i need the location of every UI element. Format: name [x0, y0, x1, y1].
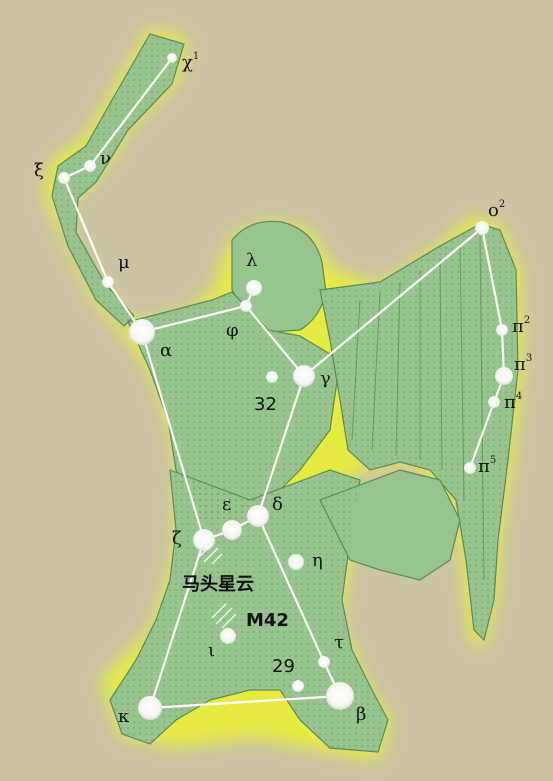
- star-beta: [326, 682, 354, 710]
- star-lambda: [246, 280, 262, 296]
- star-kappa: [138, 696, 162, 720]
- star-pi3: [495, 367, 513, 385]
- label-delta: δ: [272, 494, 283, 515]
- star-phi: [240, 300, 252, 312]
- star-nu: [84, 160, 96, 172]
- label-horsehead-nebula: 马头星云: [182, 574, 254, 595]
- star-iota: [220, 628, 236, 644]
- star-zeta: [193, 529, 215, 551]
- label-beta: β: [356, 704, 366, 725]
- label-m42: M42: [246, 610, 289, 631]
- label-29: 29: [272, 656, 295, 677]
- label-alpha: α: [160, 340, 172, 361]
- star-32: [266, 371, 278, 383]
- star-pi2: [496, 324, 508, 336]
- star-chi1: [167, 53, 177, 63]
- label-phi: φ: [226, 320, 239, 341]
- star-29: [292, 680, 304, 692]
- label-xi: ξ: [34, 160, 44, 181]
- star-o2: [475, 221, 489, 235]
- label-epsilon: ε: [222, 494, 231, 515]
- label-lambda: λ: [246, 250, 257, 271]
- label-gamma: γ: [320, 368, 331, 389]
- label-nu: ν: [100, 148, 111, 169]
- label-mu: μ: [118, 252, 130, 273]
- label-iota: ι: [208, 640, 215, 661]
- label-eta: η: [312, 550, 323, 571]
- star-eta: [288, 554, 304, 570]
- star-xi: [58, 172, 70, 184]
- label-zeta: ζ: [172, 528, 182, 549]
- label-32: 32: [254, 394, 277, 415]
- star-mu: [102, 276, 114, 288]
- label-kappa: κ: [118, 706, 130, 727]
- star-delta: [247, 505, 269, 527]
- label-tau: τ: [334, 632, 344, 653]
- star-pi4: [488, 396, 500, 408]
- star-alpha: [129, 319, 155, 345]
- star-pi5: [464, 462, 476, 474]
- star-gamma: [293, 365, 315, 387]
- star-epsilon: [222, 520, 242, 540]
- star-tau: [318, 656, 330, 668]
